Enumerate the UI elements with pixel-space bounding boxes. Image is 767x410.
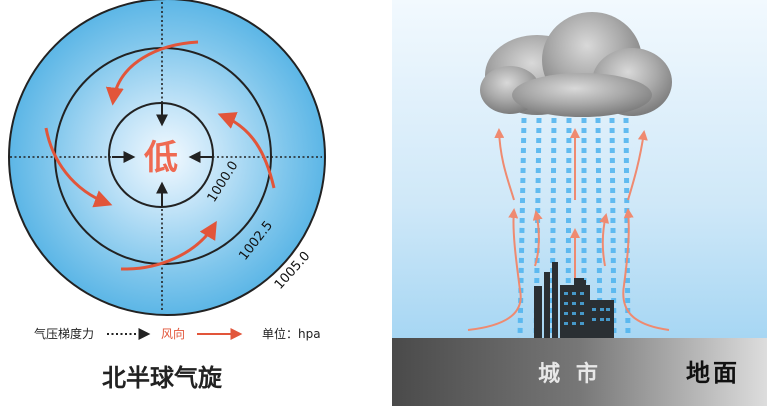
building-windows (564, 292, 610, 325)
city-label: 城 市 (538, 361, 602, 387)
cyclone-panel: 低 1000.0 1002.5 1005.0 气压梯度力 风向 单位：hpa 北… (0, 0, 340, 406)
gradient-arrows (112, 103, 212, 206)
wind-arrows (44, 40, 276, 271)
legend-unit-label: 单位：hpa (262, 326, 321, 341)
low-center-label: 低 (144, 138, 178, 178)
legend-wind-label: 风向 (161, 326, 185, 341)
city-rain-diagram: 城 市 地面 (392, 0, 767, 406)
ground (392, 338, 767, 406)
ground-label: 地面 (686, 359, 740, 387)
rain-cloud (480, 12, 672, 117)
cyclone-caption: 北半球气旋 (102, 364, 223, 392)
city-rain-panel: 城 市 地面 (392, 0, 767, 406)
updraft-arrows (467, 128, 670, 331)
gradient-axes (10, 2, 322, 312)
cyclone-diagram: 低 1000.0 1002.5 1005.0 气压梯度力 风向 单位：hpa 北… (8, 0, 326, 392)
legend-gradient-label: 气压梯度力 (34, 326, 94, 341)
